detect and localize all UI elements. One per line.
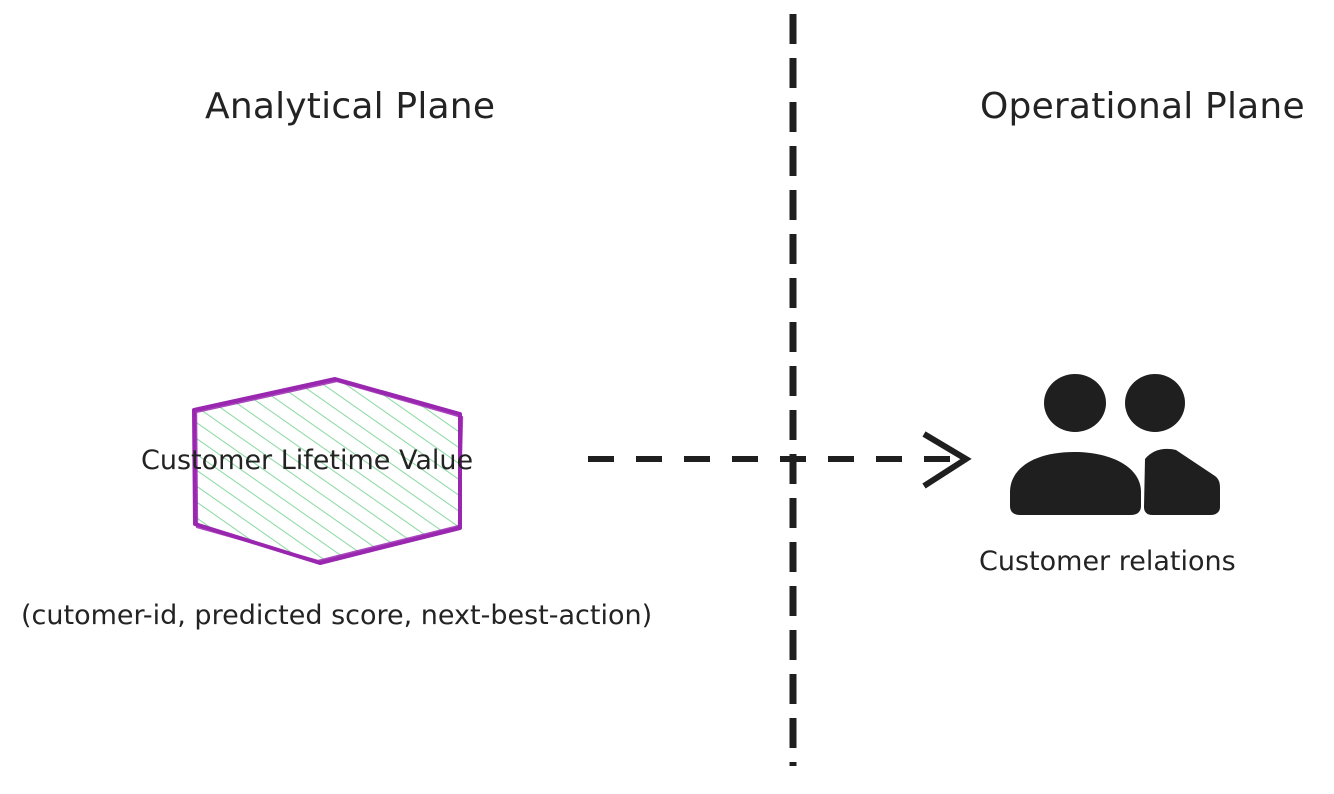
people-icon (1010, 374, 1220, 515)
hexagon-node-outline-sketch (194, 379, 464, 563)
operational-plane-title: Operational Plane (980, 86, 1305, 127)
data-flow-arrowhead-icon (922, 431, 972, 489)
data-product-node-label: Customer Lifetime Value (141, 445, 474, 476)
analytical-plane-title: Analytical Plane (205, 86, 496, 127)
people-icon-head-left (1044, 374, 1106, 432)
people-icon-head-right (1125, 374, 1185, 432)
hexagon-node-shape (192, 377, 462, 565)
people-icon-body-right (1144, 448, 1220, 515)
data-product-output-schema-caption: (cutomer-id, predicted score, next-best-… (21, 600, 653, 631)
people-icon-body-left (1010, 452, 1141, 515)
consumer-node-caption: Customer relations (979, 546, 1236, 577)
